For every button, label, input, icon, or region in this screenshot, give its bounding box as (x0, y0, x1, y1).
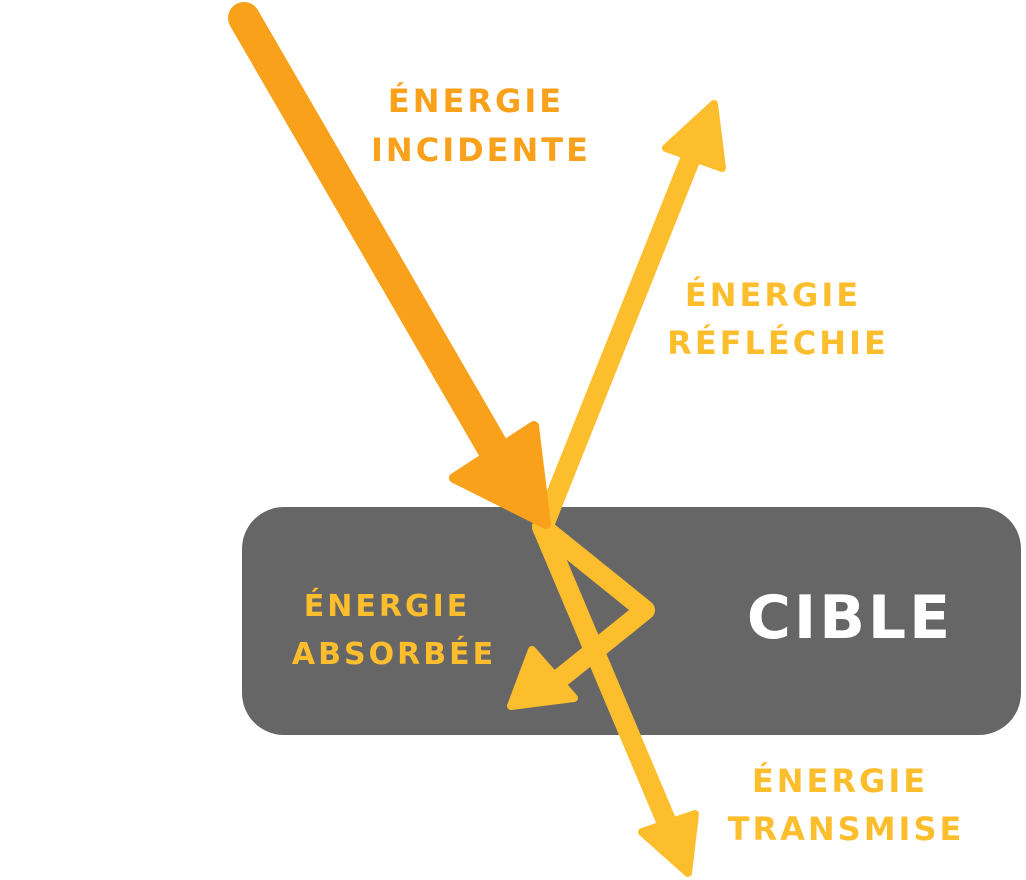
absorbed-label-line2: ABSORBÉE (292, 636, 496, 672)
incident-label: ÉNERGIE INCIDENTE (371, 82, 591, 169)
transmitted-label-line2: TRANSMISE (728, 810, 965, 848)
incident-arrow (228, 2, 551, 529)
reflected-label-line2: RÉFLÉCHIE (667, 324, 889, 362)
absorbed-label-line1: ÉNERGIE (304, 588, 470, 624)
reflected-label-line1: ÉNERGIE (685, 276, 861, 314)
absorbed-label: ÉNERGIE ABSORBÉE (292, 588, 496, 672)
transmitted-label-line1: ÉNERGIE (752, 762, 928, 800)
transmitted-label: ÉNERGIE TRANSMISE (728, 762, 965, 848)
reflected-label: ÉNERGIE RÉFLÉCHIE (667, 276, 889, 362)
absorbed-arrow (507, 517, 655, 710)
transmitted-arrow (532, 517, 699, 877)
reflected-arrow (534, 100, 726, 535)
incident-label-line1: ÉNERGIE (388, 82, 564, 120)
target-label: CIBLE (747, 583, 953, 653)
incident-label-line2: INCIDENTE (371, 131, 591, 169)
